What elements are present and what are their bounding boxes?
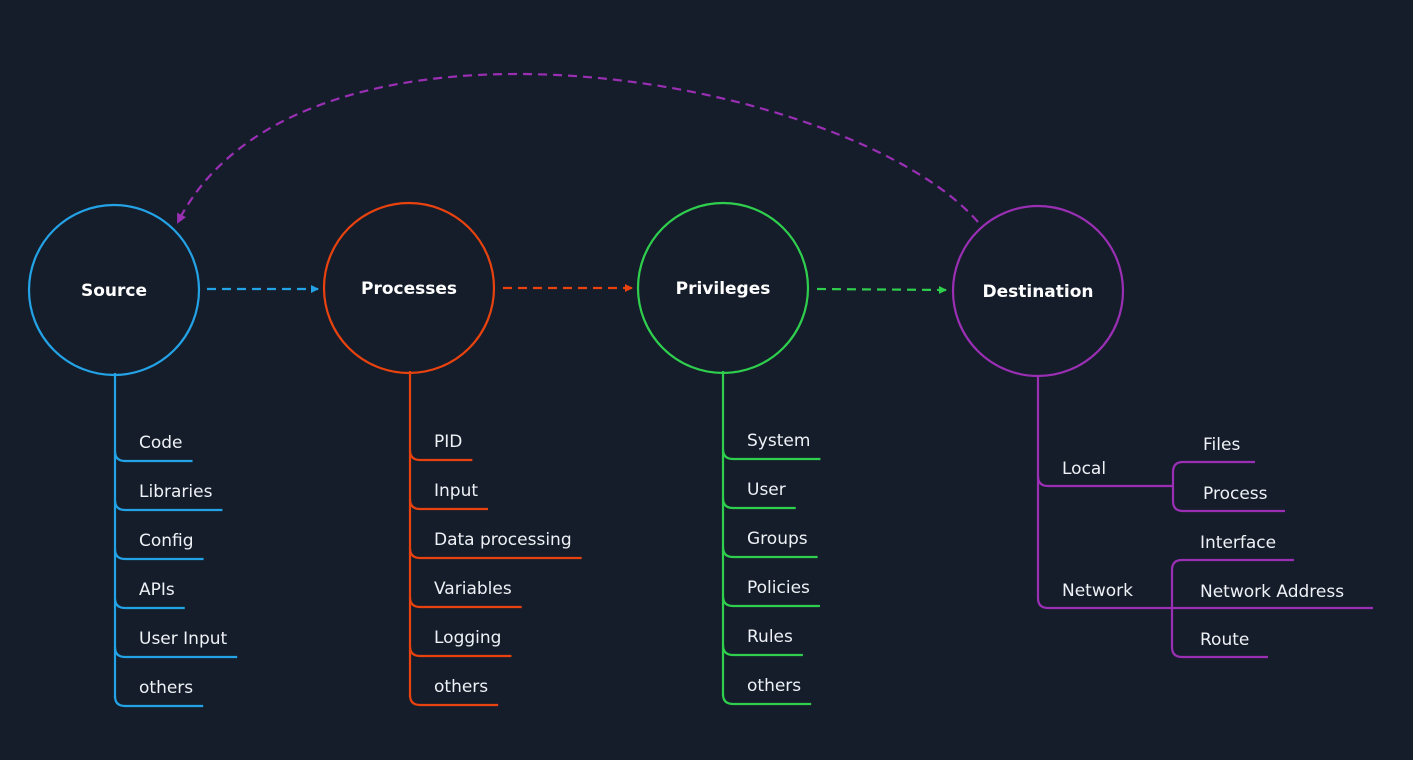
privileges-branch-others (721, 693, 812, 706)
destination-item-files: Files (1203, 435, 1240, 455)
source-node: Source (27, 203, 201, 377)
destination-network-label: Network (1062, 581, 1133, 601)
destination-label: Destination (982, 282, 1093, 302)
processes-item-pid: PID (434, 432, 462, 452)
processes-item-variables: Variables (434, 579, 512, 599)
source-branch-libraries (113, 499, 223, 512)
source-item-others: others (139, 678, 193, 698)
privileges-branch-policies (721, 595, 820, 608)
privileges-item-policies: Policies (747, 578, 810, 598)
destination-local-label: Local (1062, 459, 1106, 479)
source-branch-others (113, 695, 204, 708)
privileges-node: Privileges (636, 201, 810, 375)
privileges-label: Privileges (676, 279, 771, 299)
privileges-branch-rules (721, 644, 803, 657)
source-item-code: Code (139, 433, 183, 453)
processes-branch-logging (408, 645, 512, 658)
destination-item-network-address: Network Address (1200, 582, 1344, 602)
privileges-branch-user (721, 497, 796, 510)
processes-item-input: Input (434, 481, 478, 501)
network-bracket-lower (1170, 608, 1268, 659)
processes-branch-input (408, 498, 489, 511)
source-item-config: Config (139, 531, 194, 551)
destination-tree (1036, 376, 1373, 659)
privileges-item-groups: Groups (747, 529, 808, 549)
arrow-privileges-to-destination (816, 285, 947, 294)
source-item-user-input: User Input (139, 629, 228, 649)
return-arrow-destination-to-source (177, 73, 979, 224)
processes-branch-data-processing (408, 547, 582, 560)
privileges-item-rules: Rules (747, 627, 793, 647)
privileges-item-others: others (747, 676, 801, 696)
privileges-item-user: User (747, 480, 786, 500)
destination-network-branch (1036, 476, 1373, 610)
privileges-item-system: System (747, 431, 810, 451)
destination-item-interface: Interface (1200, 533, 1276, 553)
processes-branch-others (408, 694, 499, 707)
source-item-libraries: Libraries (139, 482, 213, 502)
processes-branch-pid (408, 449, 473, 462)
source-label: Source (81, 281, 147, 301)
source-branch-code (113, 450, 193, 463)
processes-item-others: others (434, 677, 488, 697)
local-bracket-lower (1171, 486, 1285, 513)
processes-item-data-processing: Data processing (434, 530, 572, 550)
source-item-apis: APIs (139, 580, 175, 600)
source-branch-apis (113, 597, 185, 610)
privileges-branch-system (721, 448, 821, 461)
privileges-branch-groups (721, 546, 818, 559)
processes-label: Processes (361, 279, 457, 299)
processes-item-logging: Logging (434, 628, 501, 648)
processes-node: Processes (322, 201, 496, 375)
destination-item-route: Route (1200, 630, 1249, 650)
source-branch-user-input (113, 646, 238, 659)
network-bracket-upper (1170, 558, 1294, 608)
processes-branch-variables (408, 596, 522, 609)
local-bracket-upper (1171, 460, 1255, 486)
source-branch-config (113, 548, 204, 561)
destination-node: Destination (951, 204, 1125, 378)
destination-item-process: Process (1203, 484, 1268, 504)
